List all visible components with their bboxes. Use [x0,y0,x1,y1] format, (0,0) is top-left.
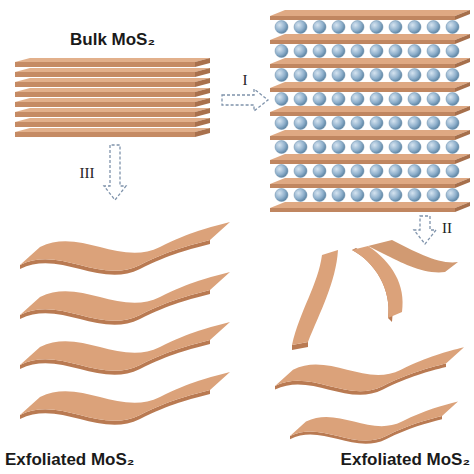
illustration-part [292,250,338,345]
illustration-part [15,88,210,97]
illustration-part [20,322,230,375]
step-number: I [243,72,248,89]
illustration-part [15,58,210,67]
illustration-part [414,216,436,244]
illustration-group: Exfoliated MoS₂ [265,240,470,470]
illustration-group: Exfoliated MoS₂ [5,200,225,470]
illustration-part [20,222,230,275]
illustration-part [20,372,230,425]
stage-label: Bulk MoS₂ [70,30,155,50]
illustration-part [20,272,230,325]
illustration-part [15,108,210,117]
process-arrow [222,89,436,244]
stage-label: Exfoliated MoS₂ [341,450,470,470]
process-arrow [104,145,126,200]
illustration-part [275,347,464,394]
illustration-part [15,118,210,127]
exfoliated-scattered [275,240,464,444]
step-number: III [80,164,95,181]
illustration-part [270,202,470,212]
illustration-part [15,98,210,107]
step-number: II [442,220,452,237]
illustration-group: Bulk MoS₂ [10,30,215,145]
illustration-part [290,402,458,444]
illustration-part [15,78,210,87]
illustration-part [15,128,210,137]
exfoliated-stack [20,222,230,425]
intercalated-stack [270,10,470,212]
illustration-part [222,89,268,111]
stage-label: Exfoliated MoS₂ [5,450,134,470]
bulk-stack [15,58,210,137]
illustration-part [368,240,458,272]
illustration-part [15,68,210,77]
intercalant-ions [272,10,462,202]
